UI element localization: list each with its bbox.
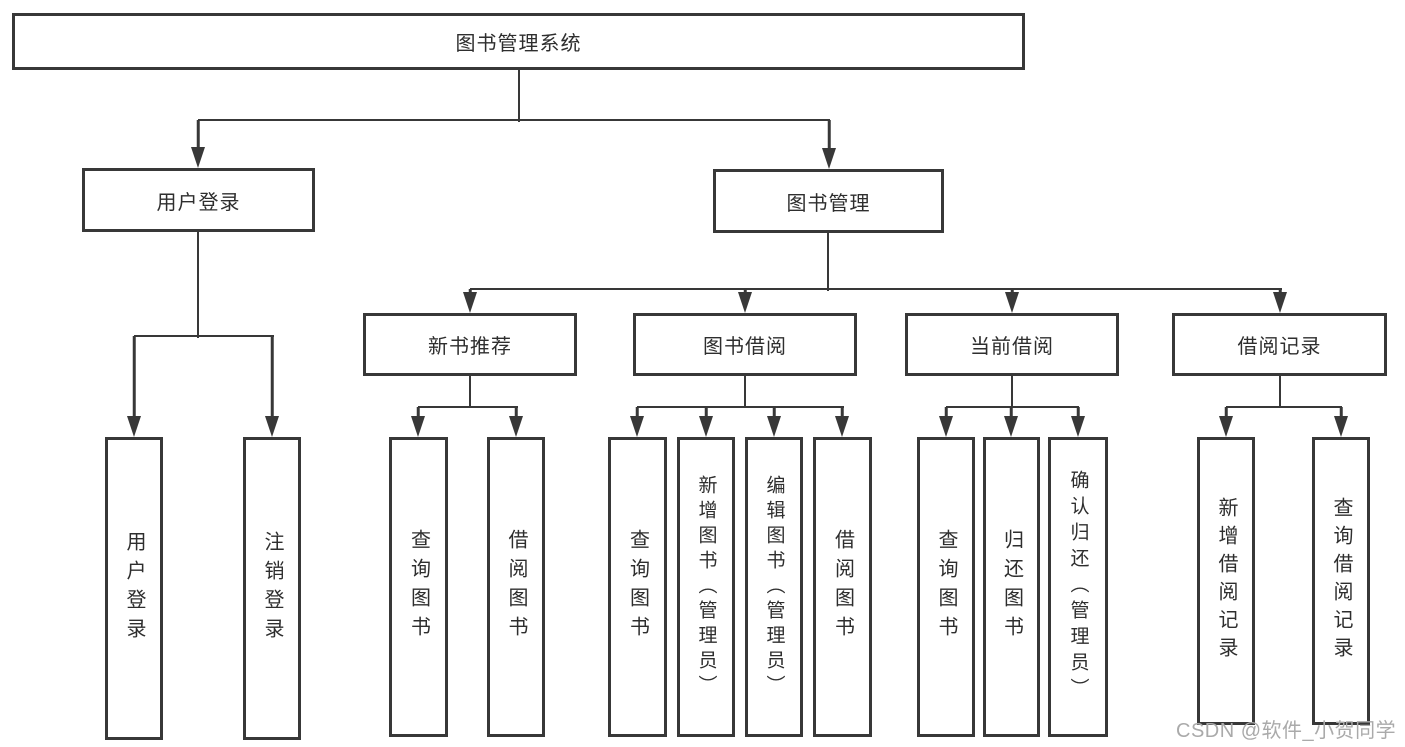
node-leaf-edit-book-admin: 编辑图书（管理员） — [745, 437, 803, 737]
node-leaf-add-borrow-record-label: 新增借阅记录 — [1215, 497, 1237, 665]
connector-arrowhead — [509, 407, 523, 437]
connector-line — [637, 405, 844, 409]
node-leaf-query-books-2-label: 查询图书 — [626, 529, 649, 645]
connector-arrowhead — [1005, 289, 1019, 313]
node-leaf-query-books-1-label: 查询图书 — [407, 529, 430, 645]
connector-arrowhead — [822, 120, 836, 169]
node-leaf-add-book-admin: 新增图书（管理员） — [677, 437, 735, 737]
node-leaf-query-borrow-record: 查询借阅记录 — [1312, 437, 1370, 725]
node-user-login-label: 用户登录 — [156, 191, 241, 214]
node-new-book-recommend: 新书推荐 — [363, 313, 577, 376]
node-leaf-user-login-label: 用户登录 — [123, 530, 145, 647]
node-leaf-query-books-1: 查询图书 — [389, 437, 448, 737]
node-new-book-recommend-label: 新书推荐 — [428, 336, 512, 358]
connector-line — [517, 70, 521, 122]
connector-line — [470, 287, 1282, 291]
node-leaf-borrow-books-1-label: 借阅图书 — [505, 529, 527, 645]
node-leaf-edit-book-admin-label: 编辑图书（管理员） — [763, 474, 785, 700]
node-leaf-return-book: 归还图书 — [983, 437, 1040, 737]
node-current-borrowing: 当前借阅 — [905, 313, 1119, 376]
connector-line — [196, 232, 200, 338]
node-book-management: 图书管理 — [713, 169, 944, 233]
connector-arrowhead — [939, 407, 953, 437]
node-borrow-records: 借阅记录 — [1172, 313, 1387, 376]
csdn-watermark: CSDN @软件_小贺同学 — [1176, 720, 1397, 742]
connector-line — [826, 233, 830, 291]
connector-arrowhead — [1071, 407, 1085, 437]
node-book-management-label: 图书管理 — [786, 192, 871, 215]
connector-arrowhead — [738, 289, 752, 313]
connector-line — [134, 334, 274, 338]
connector-line — [1010, 376, 1014, 408]
connector-arrowhead — [411, 407, 425, 437]
node-leaf-borrow-books-2: 借阅图书 — [813, 437, 872, 737]
node-leaf-logout: 注销登录 — [243, 437, 301, 740]
node-book-borrowing-label: 图书借阅 — [703, 336, 787, 358]
connector-line — [198, 118, 830, 122]
node-leaf-return-book-label: 归还图书 — [1000, 529, 1023, 645]
connector-line — [468, 376, 472, 408]
node-leaf-borrow-books-2-label: 借阅图书 — [831, 529, 854, 645]
connector-arrowhead — [630, 407, 644, 437]
connector-arrowhead — [1004, 407, 1018, 437]
connector-arrowhead — [835, 407, 849, 437]
connector-arrowhead — [767, 407, 781, 437]
connector-arrowhead — [1334, 407, 1348, 437]
node-leaf-logout-label: 注销登录 — [261, 530, 283, 647]
node-leaf-confirm-return-admin-label: 确认归还（管理员） — [1067, 470, 1089, 704]
connector-line — [418, 405, 518, 409]
node-library-system-label: 图书管理系统 — [455, 33, 582, 55]
connector-arrowhead — [127, 336, 141, 437]
connector-arrowhead — [699, 407, 713, 437]
connector-arrowhead — [1273, 289, 1287, 313]
node-leaf-borrow-books-1: 借阅图书 — [487, 437, 545, 737]
node-current-borrowing-label: 当前借阅 — [970, 336, 1054, 358]
node-library-system: 图书管理系统 — [12, 13, 1025, 70]
node-user-login: 用户登录 — [82, 168, 315, 232]
node-leaf-add-borrow-record: 新增借阅记录 — [1197, 437, 1255, 725]
connector-line — [1278, 376, 1282, 408]
connector-line — [946, 405, 1079, 409]
node-borrow-records-label: 借阅记录 — [1237, 336, 1322, 358]
connector-arrowhead — [191, 120, 205, 168]
connector-arrowhead — [265, 336, 279, 437]
node-leaf-query-books-3-label: 查询图书 — [935, 529, 957, 645]
connector-arrowhead — [463, 289, 477, 313]
connector-line — [1226, 405, 1342, 409]
connector-line — [743, 376, 747, 408]
node-leaf-query-books-3: 查询图书 — [917, 437, 975, 737]
node-leaf-query-books-2: 查询图书 — [608, 437, 667, 737]
node-leaf-add-book-admin-label: 新增图书（管理员） — [695, 474, 717, 700]
node-leaf-confirm-return-admin: 确认归还（管理员） — [1048, 437, 1108, 737]
connector-arrowhead — [1219, 407, 1233, 437]
node-leaf-query-borrow-record-label: 查询借阅记录 — [1330, 497, 1352, 665]
node-book-borrowing: 图书借阅 — [633, 313, 857, 376]
node-leaf-user-login: 用户登录 — [105, 437, 163, 740]
